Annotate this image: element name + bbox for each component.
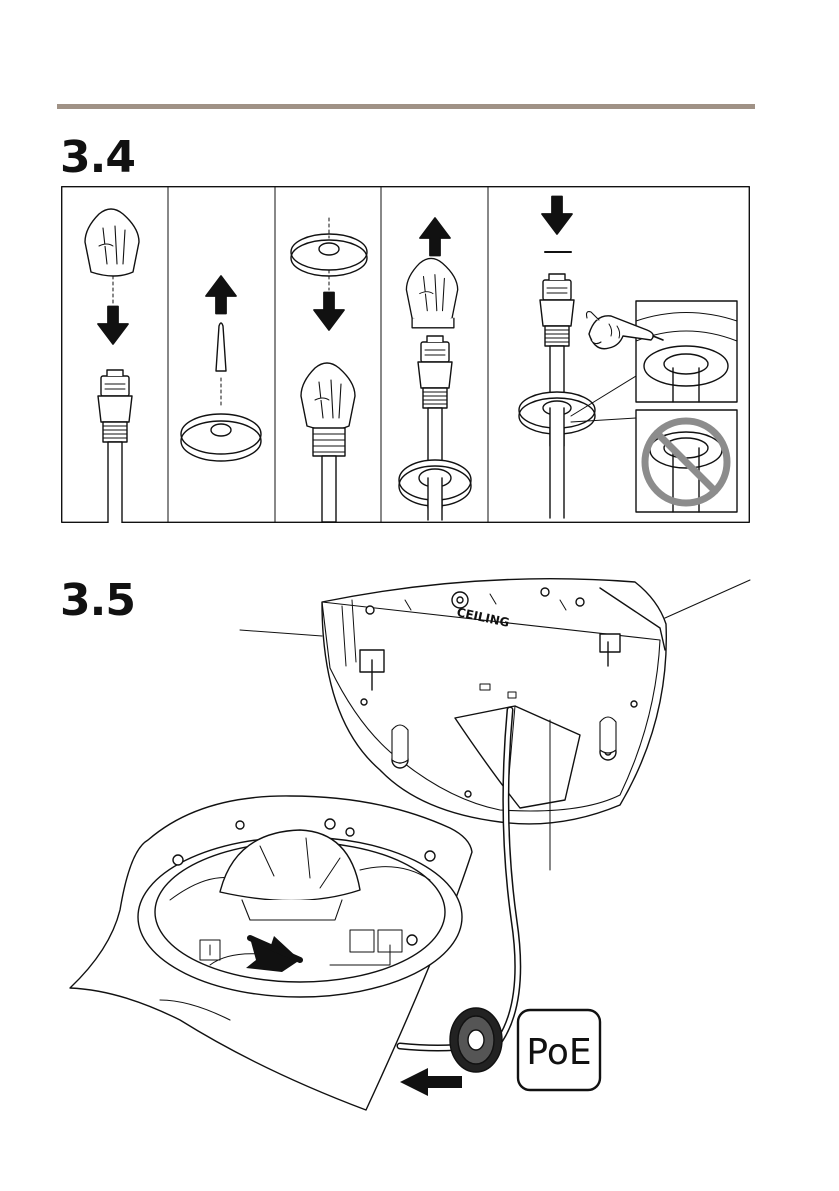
cable-gasket-panel (61, 186, 750, 523)
step-number-3-4: 3.4 (60, 136, 135, 180)
poe-label: PoE (526, 1032, 591, 1073)
poe-badge: PoE (518, 1010, 600, 1090)
insert-arrow-icon (400, 1068, 462, 1096)
prohibited-icon (636, 410, 737, 512)
mount-assembly-illustration: CEILING PoE (60, 570, 760, 1130)
header-rule (57, 104, 755, 109)
cable-gasket-icon (450, 1008, 502, 1072)
gasket-correct-icon (636, 301, 737, 402)
